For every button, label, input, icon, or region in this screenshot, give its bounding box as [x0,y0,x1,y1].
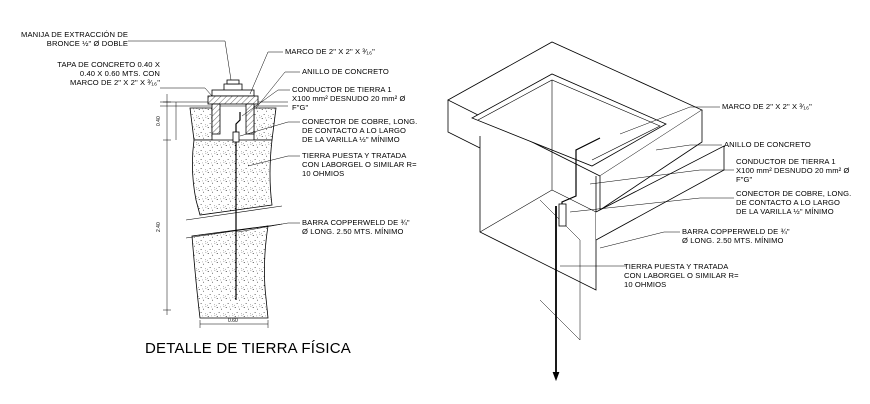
label-conector: CONECTOR DE COBRE, LONG. DE CONTACTO A L… [302,117,418,145]
iso-label-anillo: ANILLO DE CONCRETO [724,140,811,149]
label-tierra: TIERRA PUESTA Y TRATADA CON LABORGEL O S… [302,151,417,179]
iso-label-conductor: CONDUCTOR DE TIERRA 1 X100 mm² DESNUDO 2… [736,157,850,185]
iso-label-barra: BARRA COPPERWELD DE ¾" Ø LONG. 2.50 MTS.… [682,227,790,246]
section-detail [128,40,300,328]
dim-240: 2.40 [156,222,162,232]
iso-label-tierra: TIERRA PUESTA Y TRATADA CON LABORGEL O S… [624,262,739,290]
label-anillo: ANILLO DE CONCRETO [302,67,389,76]
label-conductor: CONDUCTOR DE TIERRA 1 X100 mm² DESNUDO 2… [292,85,406,113]
label-barra: BARRA COPPERWELD DE ¾" Ø LONG. 2.50 MTS.… [302,218,410,237]
isometric-detail [447,41,734,382]
page-title: DETALLE DE TIERRA FÍSICA [145,340,351,357]
dim-040: 0.40 [156,116,162,126]
label-marco: MARCO DE 2" X 2" X ³⁄₁₆" [285,47,375,56]
label-tapa: TAPA DE CONCRETO 0.40 X 0.40 X 0.60 MTS.… [57,60,160,88]
iso-label-conector: CONECTOR DE COBRE, LONG. DE CONTACTO A L… [736,189,852,217]
label-manija: MANIJA DE EXTRACCIÓN DE BRONCE ½" Ø DOBL… [21,30,128,49]
iso-label-marco: MARCO DE 2" X 2" X ³⁄₁₆" [722,102,812,111]
dim-060: 0.60 [228,318,238,324]
